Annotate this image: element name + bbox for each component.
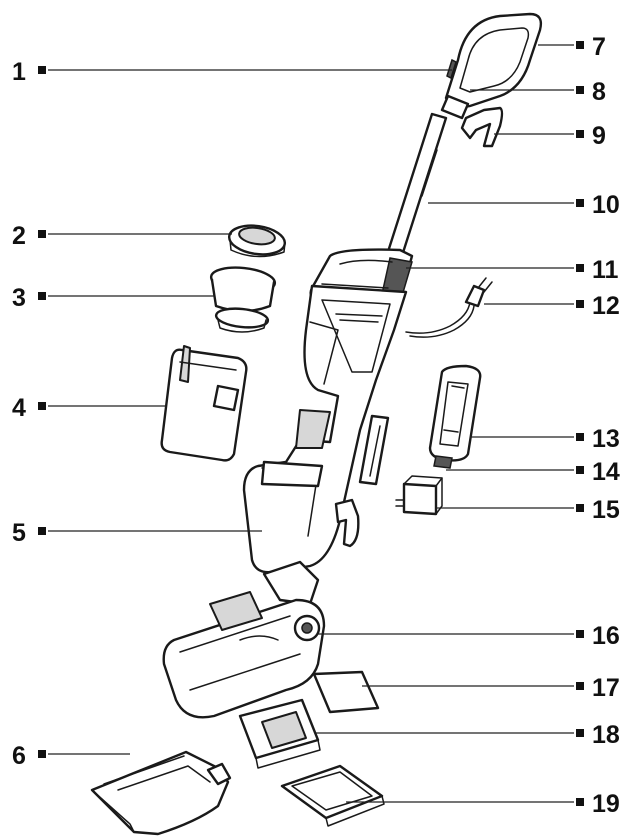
callout-18: 18 [316, 721, 620, 749]
part-13-battery [428, 364, 482, 469]
part-14-strip [358, 414, 390, 486]
svg-text:13: 13 [592, 425, 620, 453]
part-6-base-tray [90, 750, 232, 836]
callout-17: 17 [362, 674, 620, 702]
callouts: 1 2 3 4 5 6 [12, 33, 620, 818]
svg-text:14: 14 [592, 458, 620, 486]
part-19-tray [280, 764, 385, 827]
part-4-dust-cup [160, 345, 248, 462]
svg-text:6: 6 [12, 742, 26, 770]
svg-text:4: 4 [12, 394, 26, 422]
part-2-filter-cap [228, 224, 286, 258]
svg-text:19: 19 [592, 790, 620, 818]
svg-text:10: 10 [592, 191, 620, 219]
svg-text:15: 15 [592, 496, 620, 524]
svg-text:7: 7 [592, 33, 606, 61]
callout-9: 9 [494, 122, 606, 150]
svg-text:8: 8 [592, 78, 606, 106]
callout-15: 15 [436, 496, 620, 524]
callout-16: 16 [318, 622, 620, 650]
part-18-filter-box [238, 698, 321, 769]
svg-text:12: 12 [592, 292, 620, 320]
callout-10: 10 [428, 191, 620, 219]
callout-19: 19 [346, 790, 620, 818]
svg-text:9: 9 [592, 122, 606, 150]
callout-1: 1 [12, 58, 452, 86]
part-3-filter [209, 266, 277, 333]
vacuum-illustration [90, 12, 543, 836]
callout-14: 14 [446, 458, 620, 486]
part-17-pad [312, 670, 380, 714]
svg-text:1: 1 [12, 58, 26, 86]
callout-13: 13 [470, 425, 620, 453]
part-9-hook [460, 106, 504, 148]
callout-11: 11 [406, 256, 619, 284]
svg-text:5: 5 [12, 519, 26, 547]
svg-text:2: 2 [12, 222, 26, 250]
callout-5: 5 [12, 519, 262, 547]
part-15-adapter [395, 475, 443, 516]
callout-7: 7 [538, 33, 606, 61]
callout-8: 8 [470, 78, 606, 106]
part-7-handle [444, 12, 543, 109]
svg-text:16: 16 [592, 622, 620, 650]
svg-text:3: 3 [12, 284, 26, 312]
svg-text:11: 11 [592, 256, 619, 284]
svg-text:17: 17 [592, 674, 620, 702]
callout-6: 6 [12, 742, 130, 770]
part-12-power-cord [405, 277, 493, 338]
callout-3: 3 [12, 284, 214, 312]
callout-4: 4 [12, 394, 166, 422]
callout-12: 12 [484, 292, 620, 320]
part-8-handle-collar [440, 94, 470, 120]
part-5-main-body [242, 284, 408, 574]
part-10-tube [384, 112, 448, 264]
svg-text:18: 18 [592, 721, 620, 749]
callout-2: 2 [12, 222, 232, 250]
part-16-floor-head [162, 560, 326, 719]
